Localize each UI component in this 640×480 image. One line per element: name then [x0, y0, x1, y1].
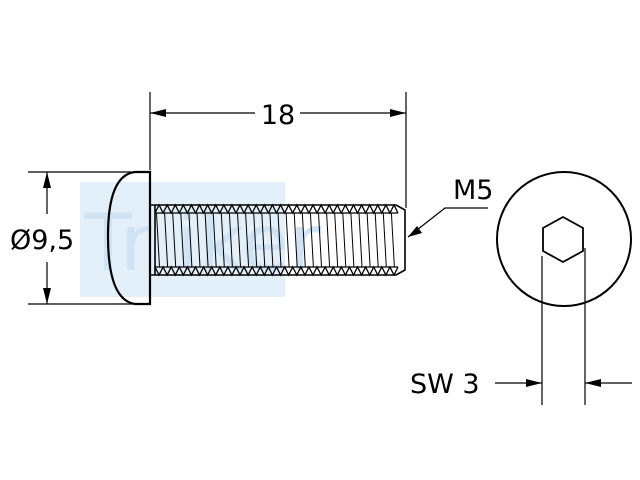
screw-head: [106, 170, 152, 306]
thread-hatch-line: [212, 212, 217, 268]
thread-hatch-line: [253, 212, 258, 268]
thread-hatch-line: [188, 212, 193, 268]
arrow-up: [43, 172, 51, 188]
sw-arrow-left: [526, 379, 542, 387]
arrow-down: [43, 288, 51, 304]
thread-crest-top: [154, 203, 399, 215]
length-label: 18: [261, 100, 295, 131]
thread-hatch-line: [180, 212, 185, 268]
thread-label: M5: [453, 175, 493, 206]
thread-hatch-line: [309, 212, 314, 268]
socket-size-label: SW 3: [410, 369, 480, 400]
thread-hatch-line: [277, 212, 282, 268]
thread-hatch-line: [301, 212, 306, 268]
socket-size-dimension: SW 3: [410, 248, 632, 405]
screw-side-view: [106, 170, 406, 306]
head-diameter-dimension: Ø9,5: [10, 171, 148, 305]
thread-hatch-line: [204, 212, 209, 268]
thread-hatch-line: [156, 212, 160, 268]
thread-crest-bottom: [154, 265, 399, 277]
thread-hatch-line: [390, 212, 395, 268]
screw-end-view: [496, 171, 632, 307]
sw-arrow-right: [585, 379, 601, 387]
thread-hatch-line: [164, 212, 169, 268]
watermark-text: Tr iker: [83, 199, 322, 289]
thread-callout: M5: [407, 175, 493, 238]
screw-tip: [395, 204, 406, 276]
thread-hatch-line: [269, 212, 274, 268]
thread-hatch-line: [382, 212, 387, 268]
thread-hatch-line: [220, 212, 225, 268]
thread-hatch-line: [196, 212, 201, 268]
thread-hatch-line: [228, 212, 233, 268]
thread-hatch-line: [285, 212, 290, 268]
thread-hatch-line: [358, 212, 363, 268]
thread-hatch-line: [334, 212, 339, 268]
thread-hatch-line: [318, 212, 322, 268]
thread-hatch-line: [237, 212, 241, 268]
length-dimension: 18: [149, 92, 407, 208]
thread-hatch-line: [245, 212, 250, 268]
callout-arrow: [408, 226, 422, 237]
thread-hatch-line: [172, 212, 177, 268]
thread-hatching: [156, 212, 395, 268]
thread-hatch-line: [350, 212, 355, 268]
thread-hatch-line: [366, 212, 371, 268]
thread-hatch-line: [374, 212, 379, 268]
arrow-left: [150, 109, 166, 117]
thread-hatch-line: [326, 212, 331, 268]
thread-hatch-line: [261, 212, 266, 268]
thread-hatch-line: [293, 212, 298, 268]
arrow-right: [390, 109, 406, 117]
head-diameter-label: Ø9,5: [10, 225, 74, 256]
thread-hatch-line: [342, 212, 347, 268]
hexagon-socket-icon: [542, 215, 584, 264]
head-circle: [496, 171, 632, 307]
